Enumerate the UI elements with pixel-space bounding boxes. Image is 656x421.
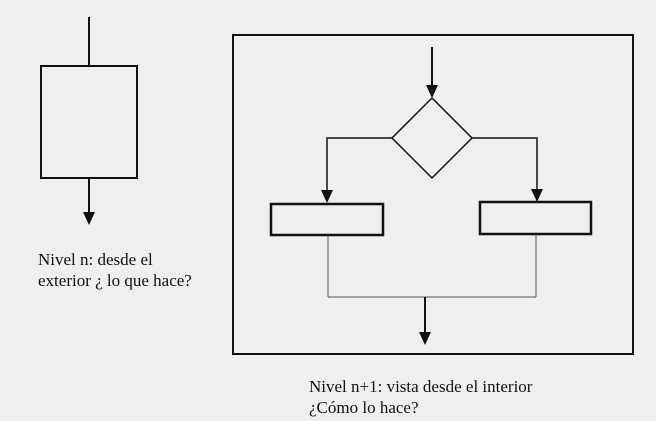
outer-black-box <box>40 65 138 179</box>
outer-output-arrowhead <box>83 212 95 225</box>
outer-caption-line-2: exterior ¿ lo que hace? <box>38 271 192 290</box>
right-process-box <box>478 200 593 236</box>
left-branch-arrowhead <box>321 190 333 203</box>
inner-caption-line-1: Nivel n+1: vista desde el interior <box>309 377 533 396</box>
inner-view-caption: Nivel n+1: vista desde el interior ¿Cómo… <box>309 376 532 418</box>
inner-entry-arrowhead <box>426 85 438 98</box>
decision-diamond <box>390 96 474 180</box>
outer-view-caption: Nivel n: desde el exterior ¿ lo que hace… <box>38 249 192 291</box>
left-branch-line <box>326 137 392 190</box>
inner-exit-arrowhead <box>419 332 431 345</box>
inner-frame <box>232 34 634 355</box>
inner-caption-line-2: ¿Cómo lo hace? <box>309 398 419 417</box>
right-branch-arrowhead <box>531 189 543 202</box>
outer-caption-line-1: Nivel n: desde el <box>38 250 153 269</box>
left-process-box <box>269 202 385 237</box>
right-branch-line <box>472 137 538 189</box>
